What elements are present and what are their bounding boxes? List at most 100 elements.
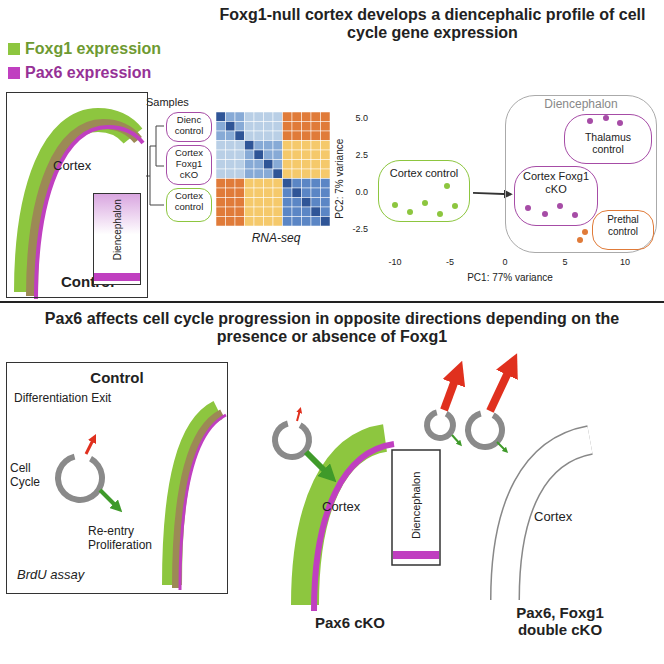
heatmap-cell [292, 150, 302, 160]
heatmap-cell [302, 160, 312, 170]
heatmap-cell [292, 207, 302, 217]
heatmap-cell [302, 217, 312, 227]
heatmap-cell [226, 150, 236, 160]
heatmap-cell [245, 160, 255, 170]
node-label: Cortex control [168, 191, 210, 213]
heatmap-cell [311, 169, 321, 179]
heatmap-cell [311, 122, 321, 132]
heatmap-cell [245, 198, 255, 208]
heatmap-cell [245, 122, 255, 132]
heatmap-cell [245, 112, 255, 122]
heatmap-cell [321, 160, 331, 170]
heatmap-cell [321, 112, 331, 122]
part-label: Pax6, Foxg1 double cKO [490, 604, 630, 639]
heatmap-cell [273, 112, 283, 122]
heatmap-cell [264, 179, 274, 189]
heatmap-cell [235, 141, 245, 151]
node-box: Thalamus control [564, 114, 652, 164]
part-label: -2.5 [346, 224, 368, 234]
heatmap-cell [264, 198, 274, 208]
part-label: Diencephalon [410, 455, 423, 555]
heatmap-cell [283, 131, 293, 141]
cell-cycle-icon [55, 454, 105, 503]
heatmap-cell [226, 188, 236, 198]
part-label: -5 [438, 257, 462, 267]
part-label: Cortex [322, 500, 374, 515]
heatmap-cell [273, 160, 283, 170]
heatmap-cell [235, 122, 245, 132]
heatmap-cell [245, 131, 255, 141]
heatmap-cell [226, 122, 236, 132]
heatmap-cell [283, 217, 293, 227]
heatmap-cell [273, 217, 283, 227]
heatmap-cell [226, 160, 236, 170]
node-label: BrdU assay [17, 568, 84, 583]
heatmap-cell [235, 150, 245, 160]
heatmap-cell [264, 188, 274, 198]
data-point [557, 203, 563, 209]
heatmap-cell [216, 141, 226, 151]
data-point [422, 200, 428, 206]
heatmap-cell [235, 160, 245, 170]
data-point [577, 237, 583, 243]
heatmap-cell [216, 217, 226, 227]
heatmap-cell [302, 207, 312, 217]
heatmap-cell [311, 112, 321, 122]
heatmap-cell [235, 217, 245, 227]
heatmap-cell [283, 160, 293, 170]
part-label: PC1: 77% variance [450, 272, 570, 284]
data-point [392, 202, 398, 208]
node-box: DiencephalonThalamus controlCortex Foxg1… [505, 95, 657, 253]
data-point [617, 120, 623, 126]
heatmap-cell [273, 188, 283, 198]
node-label: Diencephalon [510, 98, 652, 112]
data-point [603, 115, 609, 121]
cortex-outline [505, 440, 590, 600]
heatmap-cell [283, 122, 293, 132]
node-box: Cortex Foxg1 cKO [514, 166, 598, 226]
heatmap-cell [235, 198, 245, 208]
part-label: 10 [613, 257, 637, 267]
heatmap-cell [264, 112, 274, 122]
heatmap-cell [216, 160, 226, 170]
heatmap-cell [283, 112, 293, 122]
heatmap-cell [273, 169, 283, 179]
node-label: Diencephalon [112, 180, 124, 280]
heatmap-cell [226, 141, 236, 151]
heatmap-cell [264, 150, 274, 160]
heatmap-cell [292, 131, 302, 141]
heatmap-cell [292, 169, 302, 179]
heatmap-cell [311, 217, 321, 227]
heatmap-cell [216, 207, 226, 217]
data-point [452, 203, 458, 209]
heatmap-cell [321, 131, 331, 141]
heatmap-cell [264, 131, 274, 141]
heatmap-cell [283, 198, 293, 208]
heatmap-cell [254, 188, 264, 198]
heatmap-cell [321, 207, 331, 217]
legend-item: Pax6 expression [8, 64, 151, 82]
heatmap-cell [235, 179, 245, 189]
heatmap-cell [311, 131, 321, 141]
heatmap-cell [292, 188, 302, 198]
heatmap-cell [226, 131, 236, 141]
node-box: ControlCortexDiencephalon [6, 92, 148, 298]
heatmap-cell [311, 188, 321, 198]
data-point [525, 205, 531, 211]
heatmap-cell [283, 188, 293, 198]
data-point [582, 229, 588, 235]
heatmap-cell [216, 198, 226, 208]
heatmap-cell [245, 150, 255, 160]
heatmap-cell [302, 188, 312, 198]
heatmap-cell [302, 131, 312, 141]
heatmap-cell [264, 122, 274, 132]
heatmap-cell [254, 207, 264, 217]
heatmap-cell [264, 160, 274, 170]
exit-arrow [490, 364, 512, 411]
node-box: Cortex control [378, 160, 470, 222]
heatmap-cell [302, 198, 312, 208]
heatmap-cell [292, 198, 302, 208]
heatmap-cell [321, 122, 331, 132]
heatmap-cell [254, 112, 264, 122]
heatmap-cell [254, 122, 264, 132]
